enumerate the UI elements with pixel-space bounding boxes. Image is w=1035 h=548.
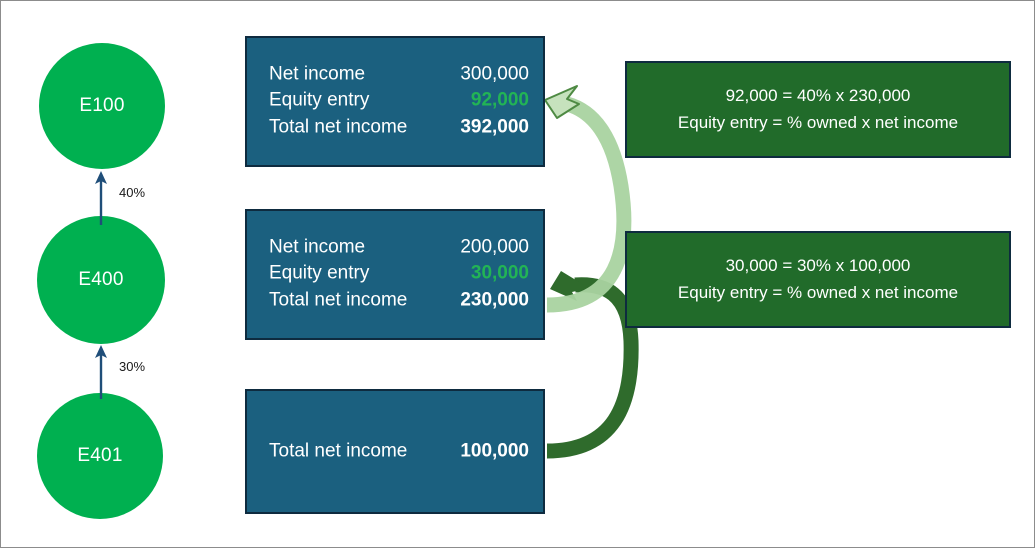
value-rows-e100: Net income 300,000 Equity entry 92,000 T… [269, 61, 529, 142]
row-value: 392,000 [460, 116, 529, 138]
value-row-total-net-income: Total net income 392,000 [269, 115, 529, 142]
ownership-arrow-30-icon [95, 345, 107, 399]
row-label: Equity entry [269, 263, 370, 285]
row-value: 92,000 [470, 90, 529, 112]
entity-circle-e100[interactable]: E100 [39, 43, 165, 169]
note-box-top[interactable]: 92,000 = 40% x 230,000 Equity entry = % … [625, 61, 1011, 158]
row-label: Net income [269, 63, 366, 85]
note-line-formula: 30,000 = 30% x 100,000 [725, 256, 911, 276]
note-line-rule: Equity entry = % owned x net income [677, 282, 959, 302]
entity-circle-e401[interactable]: E401 [37, 393, 163, 519]
row-value: 300,000 [460, 63, 529, 85]
value-row-total-net-income: Total net income 100,000 [269, 438, 529, 465]
value-row-total-net-income: Total net income 230,000 [269, 288, 529, 315]
entity-circle-e400[interactable]: E400 [37, 216, 165, 344]
entity-label-e400: E400 [78, 269, 124, 290]
value-row-net-income: Net income 200,000 [269, 234, 529, 261]
flow-arrow-e401-to-e400-icon [546, 271, 639, 459]
value-box-e400[interactable]: Net income 200,000 Equity entry 30,000 T… [245, 209, 545, 340]
row-label: Net income [269, 236, 366, 258]
entity-label-e100: E100 [79, 95, 125, 116]
entity-label-e401: E401 [77, 445, 123, 466]
value-row-equity-entry: Equity entry 92,000 [269, 88, 529, 115]
value-row-equity-entry: Equity entry 30,000 [269, 261, 529, 288]
row-label: Equity entry [269, 90, 370, 112]
row-value: 30,000 [470, 263, 529, 285]
value-rows-e400: Net income 200,000 Equity entry 30,000 T… [269, 234, 529, 315]
note-line-rule: Equity entry = % owned x net income [677, 112, 959, 132]
ownership-label-30: 30% [119, 359, 146, 374]
ownership-arrow-40-icon [95, 171, 107, 225]
row-value: 100,000 [460, 440, 529, 462]
note-line-formula: 92,000 = 40% x 230,000 [725, 86, 911, 106]
value-row-net-income: Net income 300,000 [269, 61, 529, 88]
value-box-e401[interactable]: Total net income 100,000 [245, 389, 545, 514]
row-value: 200,000 [460, 236, 529, 258]
row-label: Total net income [269, 440, 408, 462]
flow-arrow-e400-to-e100-icon [544, 85, 632, 313]
row-label: Total net income [269, 289, 408, 311]
row-value: 230,000 [460, 289, 529, 311]
note-box-bottom[interactable]: 30,000 = 30% x 100,000 Equity entry = % … [625, 231, 1011, 328]
value-box-e100[interactable]: Net income 300,000 Equity entry 92,000 T… [245, 36, 545, 167]
ownership-label-40: 40% [119, 185, 146, 200]
row-label: Total net income [269, 116, 408, 138]
value-rows-e401: Total net income 100,000 [269, 438, 529, 465]
